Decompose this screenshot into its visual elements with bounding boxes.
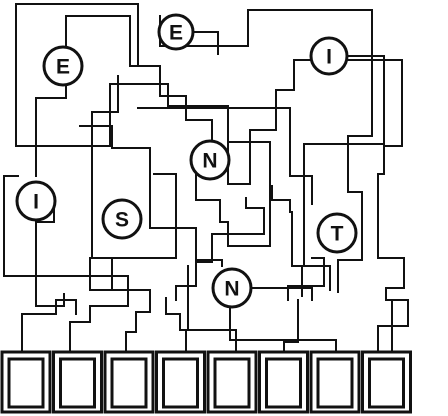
answer-box-slot[interactable] (162, 357, 199, 409)
answer-box-slot[interactable] (265, 357, 302, 409)
maze-wire (159, 9, 373, 293)
maze-wire (287, 257, 325, 301)
maze-wire (137, 107, 313, 205)
letter-node-n-bottom: N (211, 267, 253, 309)
maze-wire (175, 197, 265, 301)
letter-node-e-top: E (157, 13, 195, 51)
letter-nodes: E E I N I S T N (15, 13, 358, 309)
answer-box-slot[interactable] (110, 357, 148, 409)
node-circle (157, 13, 195, 51)
maze-wire (229, 299, 337, 353)
maze-wire (3, 175, 129, 353)
letter-node-e-left: E (42, 45, 84, 87)
letter-node-s: S (101, 198, 143, 240)
answer-box-6[interactable] (258, 350, 309, 414)
node-circle (211, 267, 253, 309)
node-circle (309, 36, 349, 76)
maze-wire (15, 3, 139, 67)
node-circle (42, 45, 84, 87)
answer-box-4[interactable] (155, 350, 206, 414)
answer-box-8[interactable] (361, 350, 412, 414)
answer-box-5[interactable] (206, 350, 258, 414)
node-circle (15, 180, 57, 222)
node-letter: N (224, 278, 239, 301)
letter-node-t: T (316, 212, 358, 254)
maze-wire (21, 299, 77, 353)
maze-wires (3, 3, 409, 353)
node-letter: E (169, 22, 183, 45)
node-circle (316, 212, 358, 254)
answer-box-3[interactable] (103, 350, 155, 414)
maze-wire (377, 299, 409, 353)
maze-wire (35, 203, 65, 307)
answer-box-slot[interactable] (7, 357, 45, 409)
answer-box-7[interactable] (309, 350, 361, 414)
answer-box-slot[interactable] (59, 357, 96, 409)
maze-wire (15, 3, 405, 353)
letter-node-i-right: I (309, 36, 349, 76)
answer-box-slot[interactable] (368, 357, 405, 409)
maze-wire (303, 55, 385, 291)
maze-wire (195, 141, 271, 247)
maze-wire (191, 31, 219, 55)
answer-box-slot[interactable] (316, 357, 354, 409)
node-letter: S (115, 209, 129, 232)
node-letter: T (331, 223, 344, 246)
answer-box-2[interactable] (52, 350, 103, 414)
maze-wire (271, 185, 303, 297)
maze-wire (251, 287, 313, 301)
maze-wire (35, 83, 67, 177)
maze-wire (89, 173, 177, 353)
maze-wire (79, 125, 223, 267)
node-circle (189, 139, 231, 181)
answer-box-1[interactable] (0, 350, 52, 414)
maze-wire (283, 299, 299, 353)
node-letter: I (326, 46, 332, 69)
node-letter: N (202, 150, 217, 173)
answer-box-slot[interactable] (213, 357, 251, 409)
answer-boxes (0, 350, 412, 414)
letter-node-n-middle: N (189, 139, 231, 181)
maze-wire (65, 15, 213, 159)
node-circle (101, 198, 143, 240)
node-letter: E (56, 56, 70, 79)
node-letter: I (33, 191, 39, 214)
maze-wire (165, 297, 187, 353)
letter-node-i-left: I (15, 180, 57, 222)
